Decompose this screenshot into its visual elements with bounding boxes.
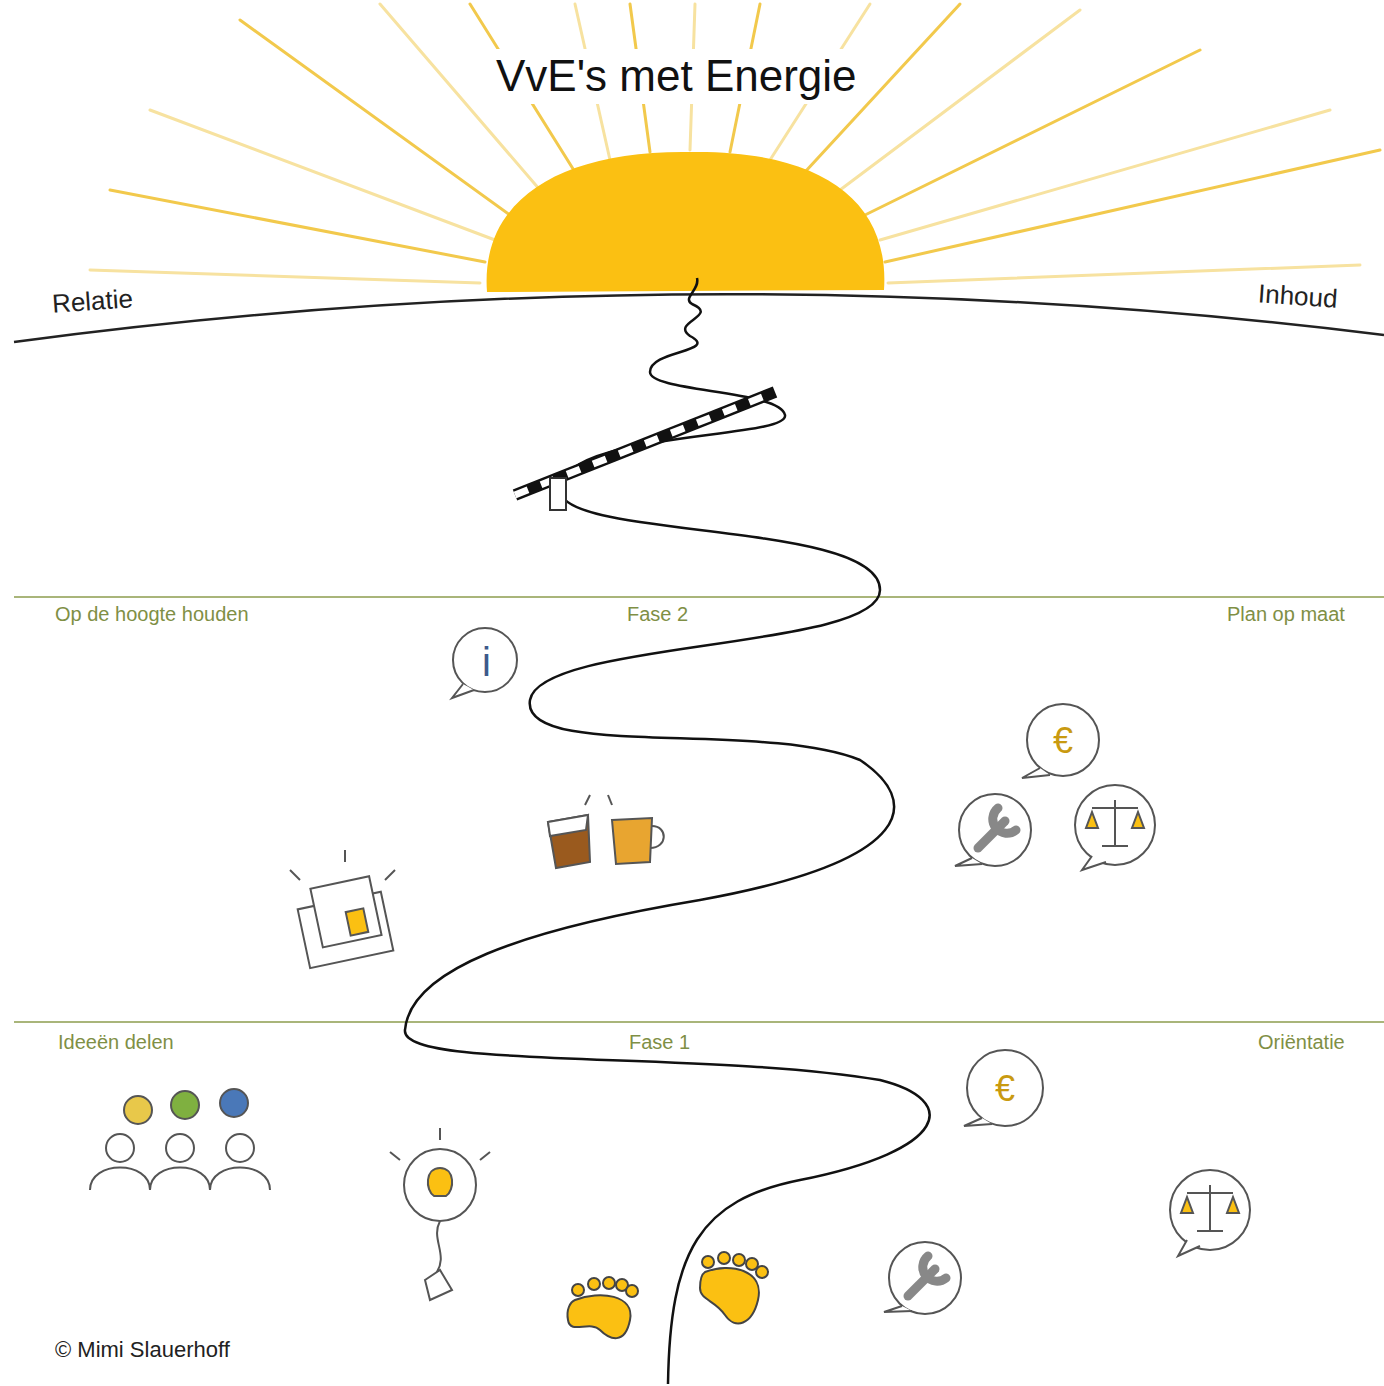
phase-label: Fase 2 [627, 603, 688, 626]
info-symbol: i [482, 639, 491, 685]
copyright-note: © Mimi Slauerhoff [55, 1337, 230, 1362]
sun [487, 152, 885, 292]
newsletter-icon [290, 850, 395, 968]
phase-line [14, 1021, 1384, 1023]
scales-icons [1086, 800, 1239, 1231]
footprints [567, 1252, 768, 1338]
barrier [515, 392, 775, 510]
region-label: Relatie [51, 284, 134, 319]
crowd-icon [90, 1089, 270, 1190]
bubbles [452, 628, 1250, 1314]
lane-label: Op de hoogte houden [55, 603, 249, 626]
diagram-title: VvE's met Energie [488, 49, 865, 104]
euro-symbol: € [1053, 720, 1073, 761]
euro-symbol: € [995, 1068, 1015, 1109]
wrench-icons [908, 808, 1016, 1296]
lane-label: Ideeën delen [58, 1031, 174, 1054]
idea-balloon [390, 1128, 490, 1300]
region-label: Inhoud [1257, 279, 1338, 314]
beer-mugs [548, 795, 664, 868]
road [405, 278, 930, 1384]
horizon [14, 294, 1384, 342]
phase-label: Fase 1 [629, 1031, 690, 1054]
lane-label: Plan op maat [1227, 603, 1345, 626]
lane-label: Oriëntatie [1258, 1031, 1345, 1054]
phase-line [14, 596, 1384, 598]
